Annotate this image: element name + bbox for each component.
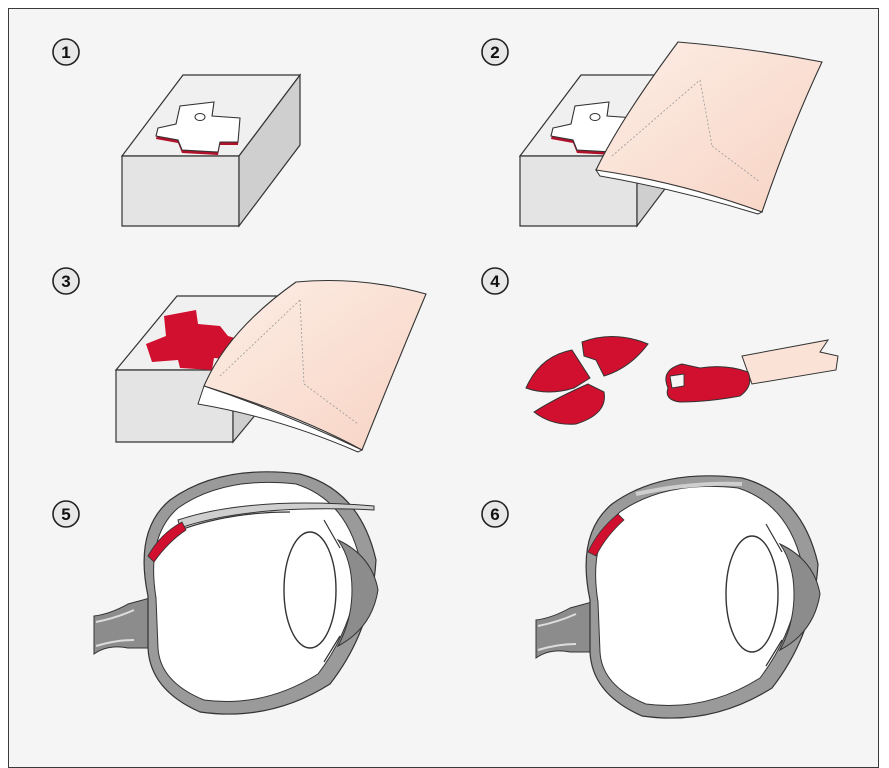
- step-number-3: 3: [61, 272, 70, 291]
- step-badge-1: 1: [53, 39, 79, 65]
- graft-pieces-and-applicator-icon: [526, 336, 838, 424]
- step-number-5: 5: [61, 505, 70, 524]
- cutting-block-with-flower-graft-icon: [122, 75, 300, 226]
- eye-with-graft-inserting-icon: [94, 472, 378, 714]
- step-badge-3: 3: [53, 268, 79, 294]
- eye-with-graft-placed-icon: [536, 476, 820, 718]
- foil-cover-applied-icon: [520, 42, 822, 226]
- step-badge-4: 4: [482, 268, 508, 294]
- step-number-1: 1: [61, 43, 70, 62]
- step-badge-6: 6: [482, 501, 508, 527]
- step-number-2: 2: [490, 43, 499, 62]
- step-badge-2: 2: [482, 39, 508, 65]
- step-number-4: 4: [490, 272, 500, 291]
- graft-sealed-under-foil-icon: [116, 281, 426, 453]
- step-badge-5: 5: [53, 501, 79, 527]
- step-number-6: 6: [490, 505, 499, 524]
